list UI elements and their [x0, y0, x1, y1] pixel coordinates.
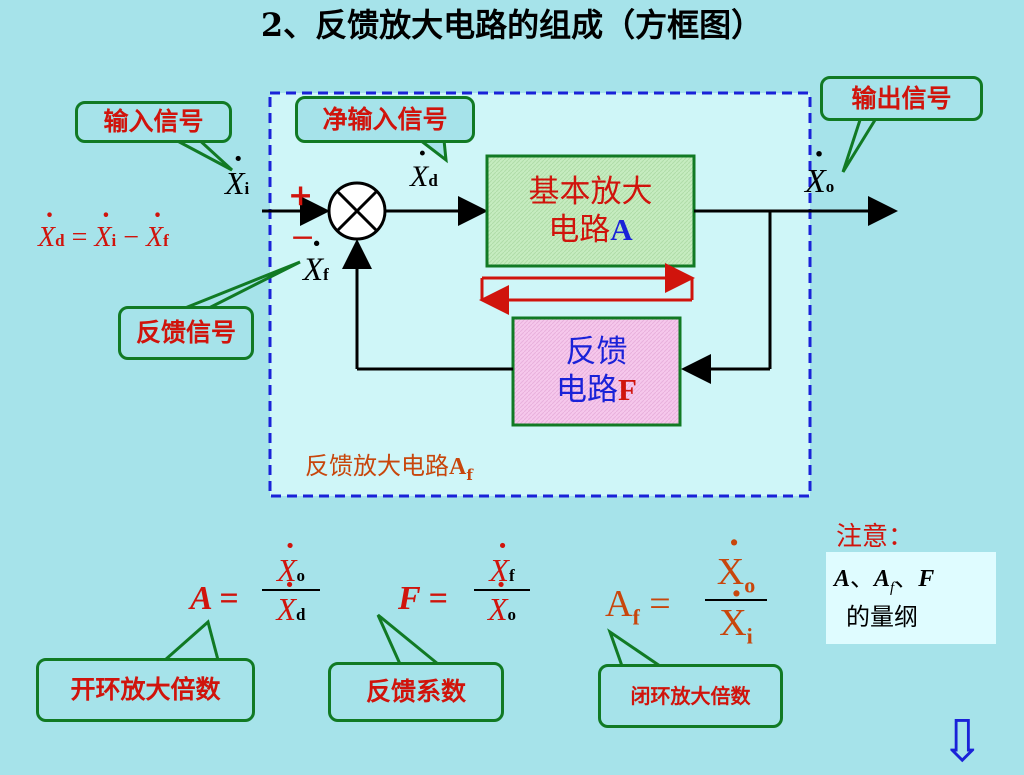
plus-sign: +: [288, 178, 314, 213]
difference-equation: Xd = Xi − Xf: [38, 222, 169, 254]
feedback-symbol: F: [618, 372, 637, 407]
amplifier-label: 基本放大 电路A: [528, 174, 653, 248]
minus-sign: −: [290, 220, 316, 255]
formula-A-lhs: A =: [190, 580, 239, 617]
feedback-block: [511, 316, 682, 427]
callout-input-signal: 输入信号: [75, 101, 232, 143]
system-label: 反馈放大电路Af: [305, 452, 473, 484]
note-line2: 的量纲: [846, 602, 918, 631]
signal-xo: Xo: [805, 163, 834, 201]
note-heading: 注意：: [836, 522, 915, 552]
callout-open-loop-gain: 开环放大倍数: [36, 658, 255, 722]
red-double-arrow: [479, 263, 695, 315]
formula-Af-lhs: Af =: [605, 583, 671, 630]
callout-net-input-signal: 净输入信号: [295, 96, 475, 143]
amplifier-block: [485, 154, 696, 268]
formula-Af-fraction: Xo Xi: [705, 550, 767, 649]
amplifier-symbol: A: [610, 212, 633, 247]
callout-output-signal: 输出信号: [820, 76, 983, 121]
signal-xf: Xf: [303, 252, 329, 289]
formula-F-lhs: F =: [398, 580, 448, 617]
slide-title: 2、反馈放大电路的组成（方框图）: [260, 6, 764, 44]
callout-feedback-signal: 反馈信号: [118, 306, 254, 360]
formula-F-fraction: Xf Xo: [474, 552, 530, 628]
callout-closed-loop-gain: 闭环放大倍数: [598, 664, 783, 728]
signal-xi: Xi: [225, 165, 249, 202]
note-line1: A、Af、F: [834, 566, 935, 596]
callout-feedback-coefficient: 反馈系数: [328, 662, 504, 722]
feedback-label: 反馈 电路F: [556, 334, 637, 408]
signal-xd: Xd: [410, 160, 438, 194]
formula-A-fraction: Xo Xd: [262, 552, 320, 628]
down-arrow-icon[interactable]: ⇩: [938, 707, 987, 775]
feedback-amplifier-boundary: [268, 91, 812, 498]
note-box: A、Af、F 的量纲: [826, 552, 996, 644]
